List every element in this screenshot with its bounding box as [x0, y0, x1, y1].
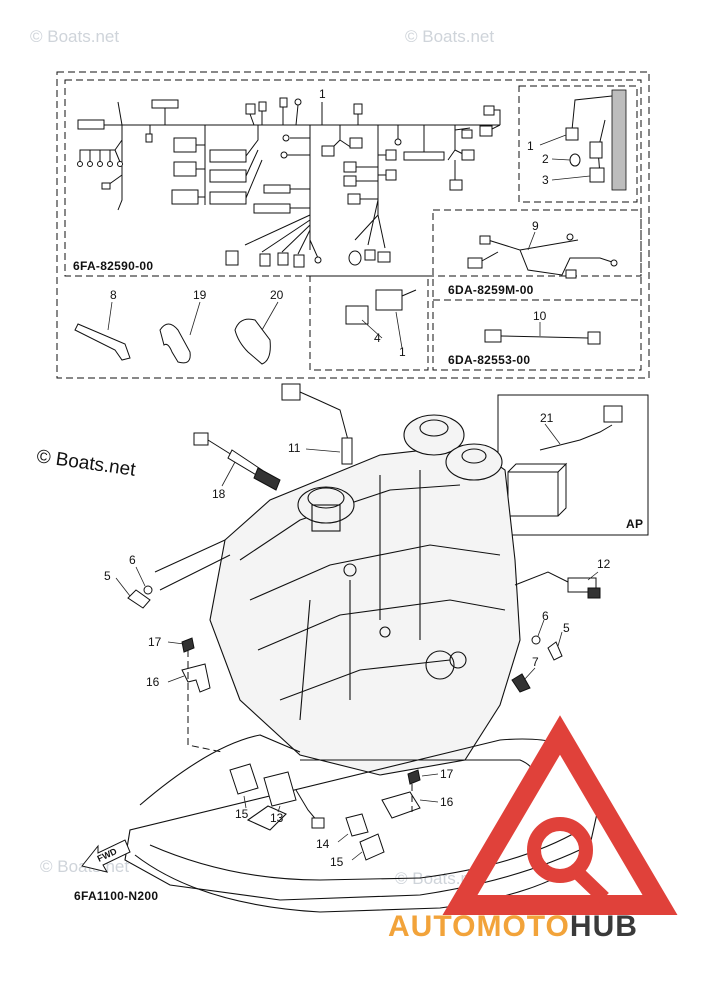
callout-19: 19	[193, 288, 207, 302]
logo-text: AUTOMOTOHUB	[388, 910, 638, 943]
main-harness-part-code: 6FA-82590-00	[73, 259, 153, 273]
harness-frame	[56, 71, 650, 379]
callout-16a: 16	[146, 675, 160, 689]
main-wire-harness	[77, 97, 501, 268]
callout-15a: 15	[235, 807, 249, 821]
callout-12: 12	[597, 557, 611, 571]
callout-6b: 6	[542, 609, 549, 623]
bolt-right	[511, 619, 563, 693]
callout-6a: 6	[129, 553, 136, 567]
copyright-main: © Boats.net	[35, 446, 137, 481]
callout-harness-1: 1	[319, 87, 326, 101]
callout-15b: 15	[330, 855, 344, 869]
callout-inset-3: 3	[542, 173, 549, 187]
callout-5a: 5	[104, 569, 111, 583]
bracket-left	[167, 637, 223, 753]
cable-tie	[74, 301, 131, 361]
callout-9: 9	[532, 219, 539, 233]
callout-16b: 16	[440, 795, 454, 809]
callout-17b: 17	[440, 767, 454, 781]
callout-17a: 17	[148, 635, 162, 649]
callout-inset-2: 2	[542, 152, 549, 166]
callout-10: 10	[533, 309, 547, 323]
callout-7: 7	[532, 655, 539, 669]
ap-inset	[497, 394, 649, 536]
grommet-left	[229, 763, 325, 829]
sub-harness-part-code: 6DA-8259M-00	[448, 283, 534, 297]
drawing-id: 6FA1100-N200	[74, 889, 158, 903]
engine-block	[209, 414, 537, 801]
lead-wire	[484, 322, 601, 345]
callout-4: 4	[374, 331, 381, 345]
ap-label: AP	[626, 517, 643, 531]
callout-21: 21	[540, 411, 554, 425]
sensor-11	[281, 383, 353, 465]
callout-11: 11	[288, 441, 301, 455]
logo-text-automoto: AUTOMOTO	[388, 910, 570, 943]
callout-inset-1: 1	[527, 139, 534, 153]
watermark-top-left: © Boats.net	[30, 27, 119, 46]
callout-14: 14	[316, 837, 330, 851]
logo-text-hub: HUB	[570, 910, 638, 943]
connector-4	[345, 289, 417, 349]
bracket-right	[381, 769, 439, 819]
grommet-right	[337, 813, 385, 861]
callout-1b: 1	[399, 345, 406, 359]
watermark-top-right: © Boats.net	[405, 27, 494, 46]
automotohub-logo	[442, 715, 678, 915]
bolt-left	[115, 539, 231, 609]
callout-18: 18	[212, 487, 226, 501]
callout-13: 13	[270, 811, 284, 825]
callout-5b: 5	[563, 621, 570, 635]
callout-8: 8	[110, 288, 117, 302]
cable-18	[193, 432, 281, 491]
callout-20: 20	[270, 288, 284, 302]
clamp-19	[159, 301, 201, 364]
lead-part-code: 6DA-82553-00	[448, 353, 530, 367]
sensor-inset	[539, 89, 627, 191]
sensor-12	[514, 571, 601, 599]
sub-harness	[467, 231, 618, 279]
clamp-20	[234, 301, 279, 365]
